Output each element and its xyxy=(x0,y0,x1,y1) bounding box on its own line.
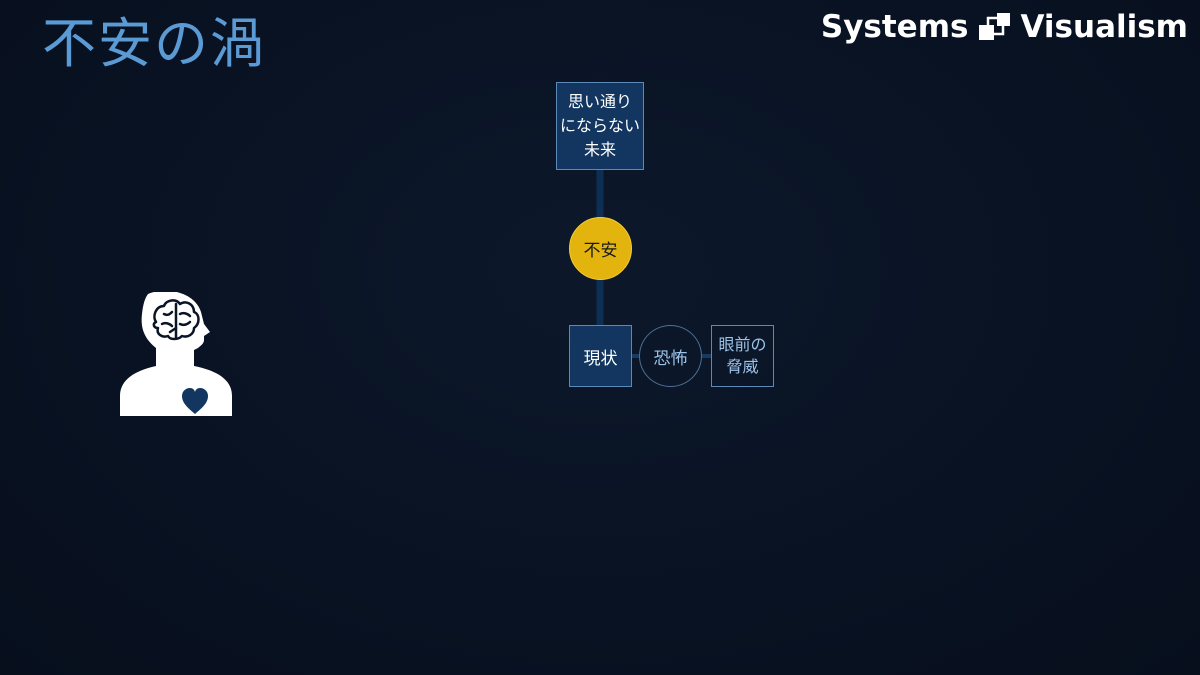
node-anxiety: 不安 xyxy=(569,217,632,280)
brand-text-part: Visualism xyxy=(1020,9,1188,45)
brand: Systems Visualism xyxy=(821,6,1188,48)
node-current: 現状 xyxy=(569,325,632,387)
brand-text-part: Systems xyxy=(820,9,969,45)
person-with-brain-and-heart-icon xyxy=(120,292,232,416)
systems-visualism-logo-icon xyxy=(979,13,1011,40)
heart-icon xyxy=(182,388,208,414)
person-silhouette xyxy=(120,292,232,416)
node-fear: 恐怖 xyxy=(639,325,702,387)
brain-icon xyxy=(152,299,200,341)
node-future: 思い通り にならない 未来 xyxy=(556,82,644,170)
node-threat: 眼前の 脅威 xyxy=(711,325,774,387)
page-title: 不安の渦 xyxy=(42,12,266,75)
